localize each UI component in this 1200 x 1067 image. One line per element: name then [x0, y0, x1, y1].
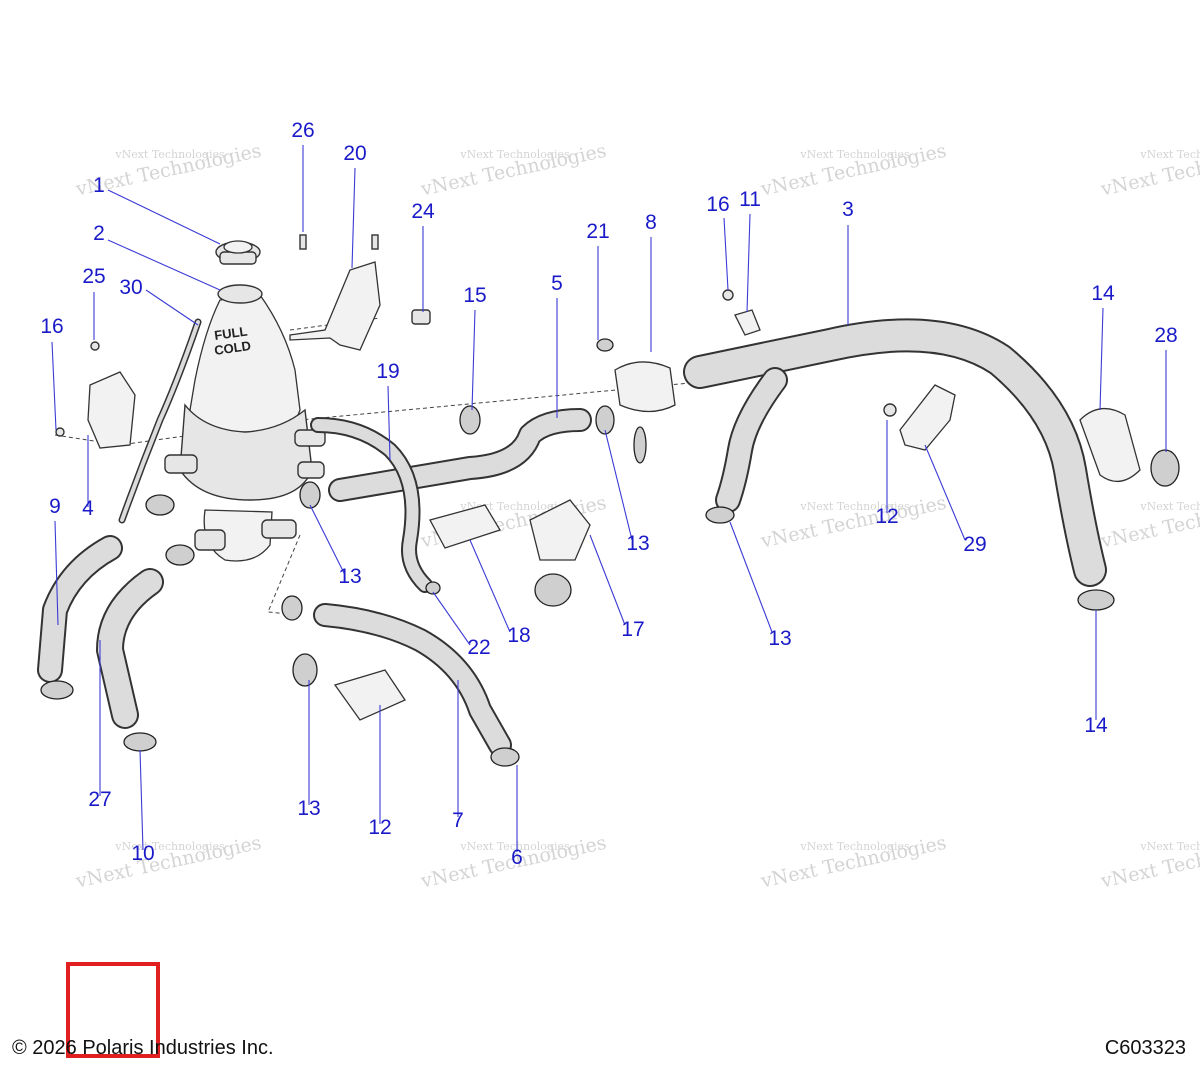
hose-clamps — [40, 338, 1180, 767]
callout-number-19: 19 — [376, 360, 399, 383]
leader-line — [54, 520, 59, 626]
leader-line — [469, 539, 511, 633]
callout-number-10: 10 — [131, 842, 154, 865]
callout-number-14: 14 — [1084, 714, 1108, 737]
callout-number-15: 15 — [463, 284, 486, 307]
fitting — [429, 504, 501, 549]
svg-text:FULL: FULL — [213, 323, 248, 342]
callout-number-2: 2 — [93, 222, 105, 245]
callout-layer: 26 20 1 24 2 25 30 16 49 21 8 16 11 3 15 5 19 13 13 22 18 17 1… — [40, 119, 1177, 869]
leader-line — [107, 239, 221, 291]
leader-line — [139, 749, 144, 851]
callout-number-13: 13 — [338, 565, 361, 588]
callout-number-3: 3 — [842, 198, 854, 221]
svg-text:vNext Technologies: vNext Technologies — [1139, 500, 1200, 513]
svg-text:vNext Technologies: vNext Technologies — [1139, 840, 1200, 853]
thermostat-housing — [614, 361, 676, 413]
callout-number-11: 11 — [739, 188, 761, 211]
leader-line — [746, 213, 751, 313]
callout-number-27: 27 — [88, 788, 111, 811]
callout-number-12: 12 — [368, 816, 391, 839]
bracket — [289, 261, 381, 351]
callout-number-17: 17 — [621, 618, 644, 641]
callout-number-26: 26 — [291, 119, 314, 142]
callout-number-14: 14 — [1091, 282, 1115, 305]
callout-number-25: 25 — [82, 265, 105, 288]
svg-text:vNext Technologies: vNext Technologies — [114, 840, 225, 853]
svg-text:vNext Technologies: vNext Technologies — [799, 500, 910, 513]
svg-text:vNext Technologies: vNext Technologies — [459, 148, 570, 161]
svg-text:vNext Technologies: vNext Technologies — [799, 148, 910, 161]
bracket — [87, 371, 136, 449]
leader-line — [729, 521, 773, 633]
leader-line — [432, 591, 471, 646]
copyright-text: © 2026 Polaris Industries Inc. — [12, 1037, 274, 1059]
callout-number-6: 6 — [511, 846, 523, 869]
callout-number-22: 22 — [467, 636, 490, 659]
callout-number-5: 5 — [551, 272, 563, 295]
callout-number-4: 4 — [82, 497, 94, 520]
leader-lines — [51, 145, 1167, 852]
callout-number-13: 13 — [768, 627, 791, 650]
leader-line — [589, 534, 626, 626]
diagram-code: C603323 — [1104, 1037, 1186, 1059]
callout-number-1: 1 — [93, 174, 105, 197]
callout-number-9: 9 — [49, 495, 61, 518]
svg-text:vNext Technologies: vNext Technologies — [459, 840, 570, 853]
callout-number-16: 16 — [40, 315, 63, 338]
leader-line — [1099, 307, 1104, 411]
leader-line — [924, 444, 966, 541]
callout-number-28: 28 — [1154, 324, 1177, 347]
highlight-box — [66, 962, 160, 1058]
callout-number-18: 18 — [507, 624, 530, 647]
svg-text:COLD: COLD — [213, 338, 252, 358]
leader-line — [351, 167, 356, 269]
callout-number-13: 13 — [297, 797, 320, 820]
callout-number-12: 12 — [875, 505, 898, 528]
leader-line — [604, 429, 633, 541]
callout-number-21: 21 — [586, 220, 609, 243]
svg-text:vNext Technologies: vNext Technologies — [1139, 148, 1200, 161]
leader-line — [107, 189, 221, 245]
leader-line — [387, 385, 391, 461]
callout-number-16: 16 — [706, 193, 729, 216]
callout-number-7: 7 — [452, 809, 464, 832]
leader-line — [723, 217, 729, 291]
callout-number-20: 20 — [343, 142, 366, 165]
callout-number-24: 24 — [411, 200, 435, 223]
fitting — [734, 309, 761, 336]
fitting — [529, 499, 591, 561]
callout-number-8: 8 — [645, 211, 657, 234]
callout-number-29: 29 — [963, 533, 986, 556]
svg-text:vNext Technologies: vNext Technologies — [114, 148, 225, 161]
callout-number-13: 13 — [626, 532, 649, 555]
leader-line — [471, 309, 476, 411]
svg-text:vNext Technologies: vNext Technologies — [799, 840, 910, 853]
callout-number-30: 30 — [119, 276, 142, 299]
outlet-housing — [1079, 408, 1141, 482]
reservoir-cap — [215, 240, 261, 265]
fitting — [333, 669, 406, 721]
bracket — [899, 384, 956, 451]
coolant-reservoir: FULL COLD — [164, 284, 326, 562]
leader-line — [145, 289, 199, 326]
leader-line — [51, 341, 57, 431]
leader-line — [309, 504, 346, 576]
